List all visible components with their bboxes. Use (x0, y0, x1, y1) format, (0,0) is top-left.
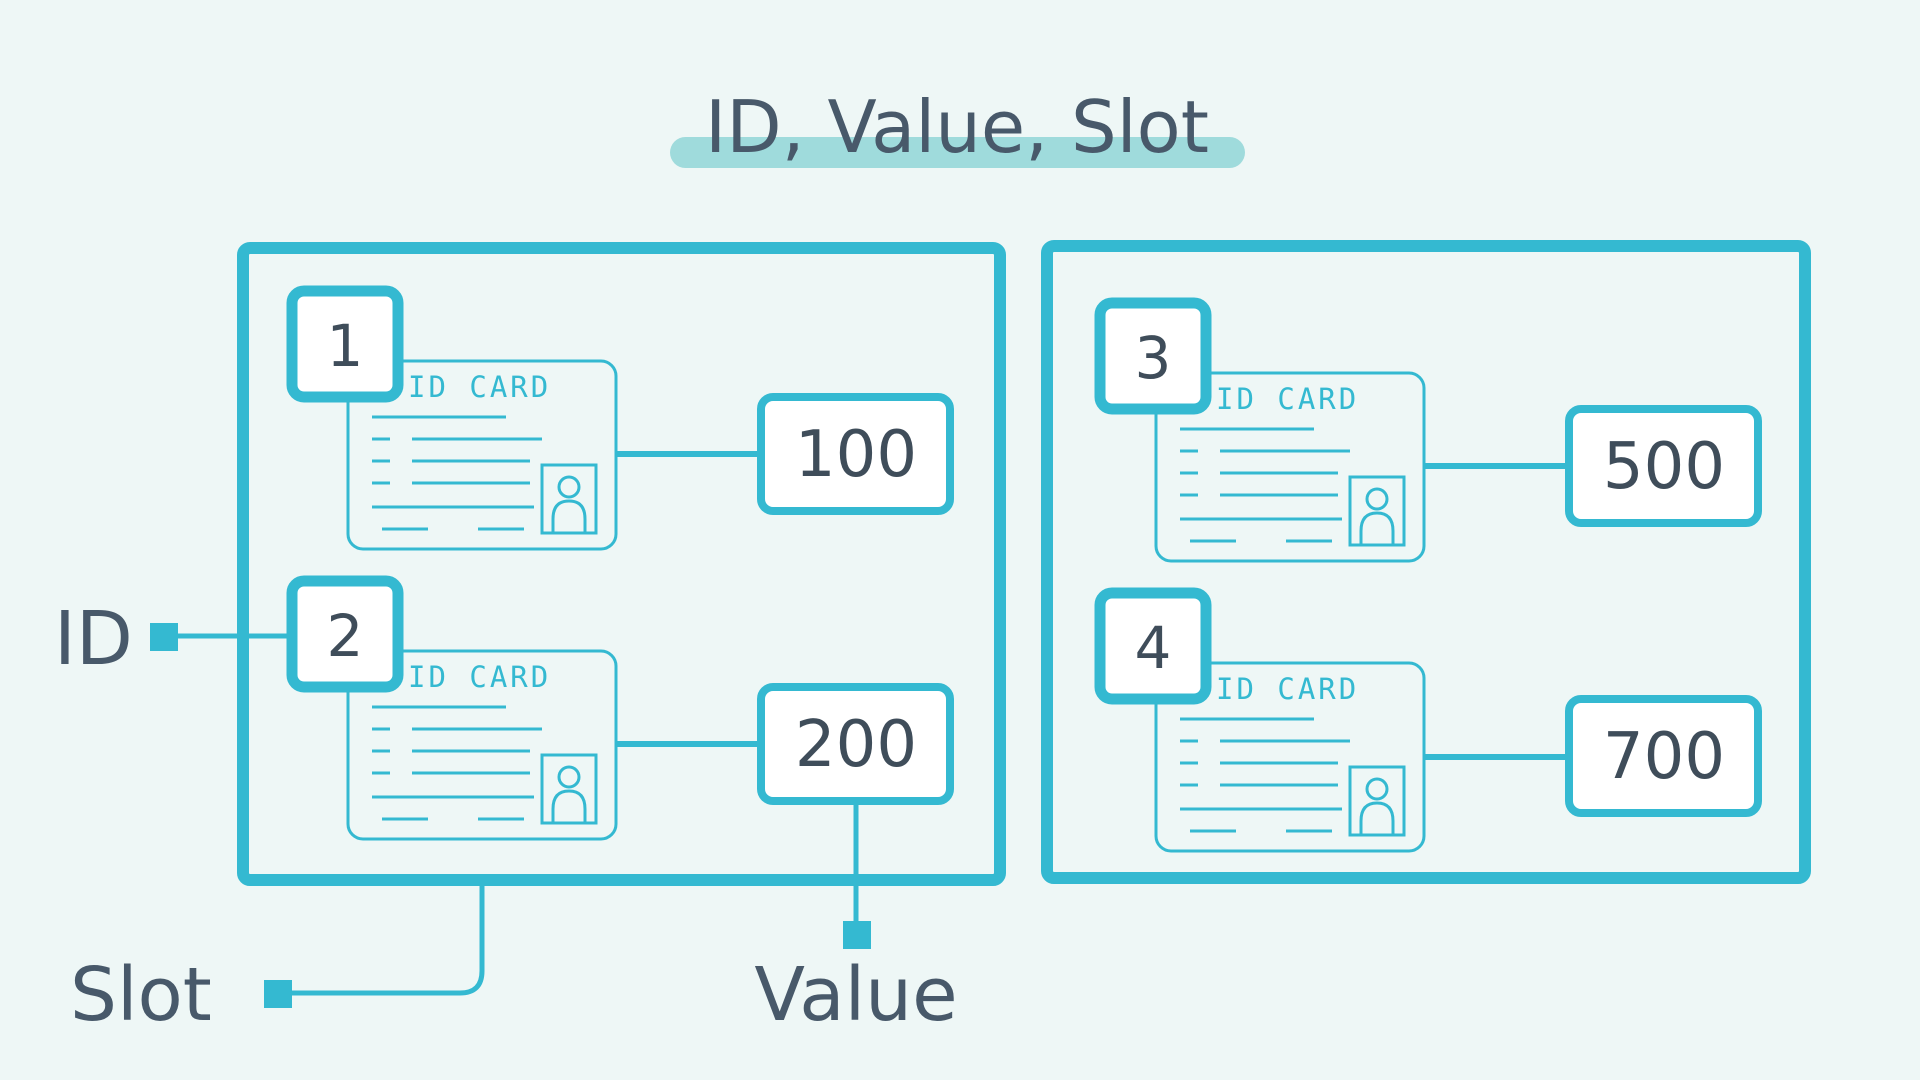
value-number: 500 (1603, 430, 1725, 504)
id-connector-marker (150, 623, 178, 651)
person-photo-icon (540, 463, 598, 535)
value-box: 100 (757, 393, 954, 515)
id-card: ID CARD (346, 649, 618, 841)
id-card-frame (1154, 661, 1426, 853)
slot-box (1041, 240, 1811, 884)
entry-1: ID CARD 1 (286, 285, 954, 551)
value-number: 700 (1603, 720, 1725, 794)
value-number: 100 (795, 418, 917, 492)
id-badge: 4 (1094, 587, 1212, 705)
id-card-label: ID CARD (1216, 382, 1359, 416)
id-card-lines (1180, 427, 1350, 543)
id-card-lines (372, 415, 542, 531)
id-card-frame (346, 649, 618, 841)
id-badge: 2 (286, 575, 404, 693)
id-number: 3 (1135, 324, 1172, 392)
person-photo-icon (1348, 475, 1406, 547)
entry-2: ID CARD 2 (286, 575, 954, 841)
slot-label: Slot (70, 952, 212, 1038)
title-highlight (670, 137, 1245, 168)
id-card-frame (346, 359, 618, 551)
id-callout: ID (54, 596, 290, 682)
value-callout: Value (754, 805, 958, 1038)
id-card: ID CARD (346, 359, 618, 551)
value-box: 700 (1565, 695, 1762, 817)
id-badge: 3 (1094, 297, 1212, 415)
id-number: 4 (1135, 614, 1172, 682)
slot-connector-marker (264, 980, 292, 1008)
id-label: ID (54, 596, 133, 682)
entry-3: ID CARD 3 (1094, 297, 1762, 563)
id-card-lines (1180, 717, 1350, 833)
slot-1: ID CARD 1 (237, 242, 1006, 886)
entry-4: ID CARD 4 (1094, 587, 1762, 853)
id-card: ID CARD (1154, 371, 1426, 563)
slot-2: ID CARD 3 (1041, 240, 1811, 884)
id-card-label: ID CARD (408, 660, 551, 694)
id-badge: 1 (286, 285, 404, 403)
id-card-label: ID CARD (1216, 672, 1359, 706)
value-label: Value (754, 952, 957, 1038)
title-group: ID, Value, Slot (670, 85, 1245, 169)
value-box: 500 (1565, 405, 1762, 527)
page-title: ID, Value, Slot (705, 85, 1209, 169)
value-box: 200 (757, 683, 954, 805)
slot-connector-line (290, 883, 485, 996)
id-card-frame (1154, 371, 1426, 563)
person-photo-icon (1348, 765, 1406, 837)
slot-callout: Slot (70, 883, 485, 1038)
id-card-label: ID CARD (408, 370, 551, 404)
person-photo-icon (540, 753, 598, 825)
slot-box (237, 242, 1006, 886)
id-card-lines (372, 705, 542, 821)
value-number: 200 (795, 708, 917, 782)
id-number: 2 (327, 602, 364, 670)
id-card: ID CARD (1154, 661, 1426, 853)
id-number: 1 (327, 312, 364, 380)
value-connector-marker (843, 921, 871, 949)
